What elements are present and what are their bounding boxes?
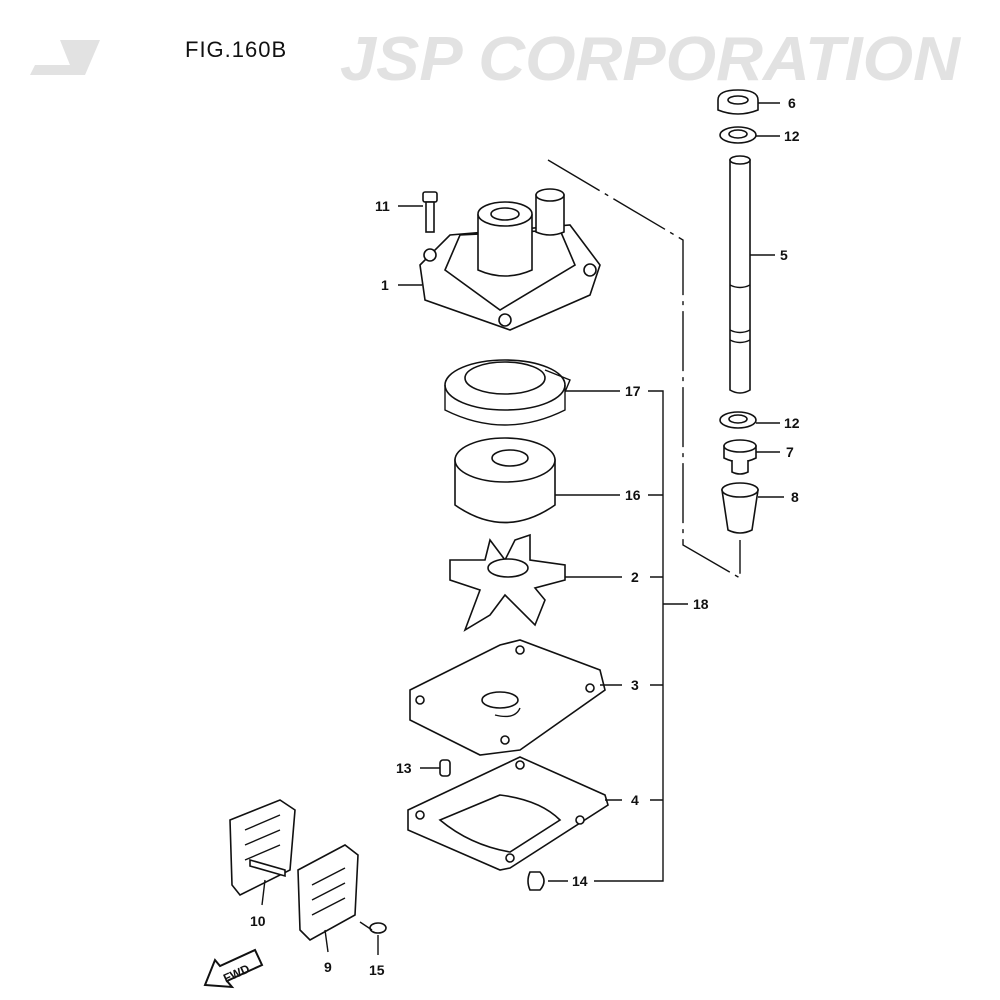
- callout-2: 2: [631, 569, 639, 585]
- part-1-pump-case: [419, 188, 601, 331]
- callout-9: 9: [324, 959, 332, 975]
- part-17-liner: [444, 359, 571, 426]
- part-14-key: [527, 871, 545, 891]
- callout-17: 17: [625, 383, 641, 399]
- part-15-screw: [359, 921, 387, 934]
- part-9-screen: [297, 844, 359, 941]
- callout-6: 6: [788, 95, 796, 111]
- part-12-seal-top: [719, 126, 757, 144]
- part-11-bolt: [422, 191, 438, 233]
- callout-18: 18: [693, 596, 709, 612]
- figure-title: FIG.160B: [185, 37, 287, 62]
- callout-4: 4: [631, 792, 639, 808]
- watermark: JSP CORPORATION: [30, 25, 961, 94]
- part-5-water-tube: [729, 155, 751, 394]
- part-7-grommet: [723, 439, 757, 475]
- leader-lines: [261, 102, 784, 955]
- part-6-grommet: [717, 89, 759, 115]
- part-8-guide: [721, 482, 759, 534]
- callout-12-bottom: 12: [784, 415, 800, 431]
- fwd-arrow-icon: FWD: [203, 948, 264, 989]
- routing-dashed-line: [547, 159, 741, 580]
- watermark-text: JSP CORPORATION: [340, 25, 961, 94]
- callout-7: 7: [786, 444, 794, 460]
- callout-11: 11: [375, 198, 390, 214]
- callout-10: 10: [250, 913, 266, 929]
- callout-14: 14: [572, 873, 588, 889]
- part-3-plate: [409, 639, 606, 756]
- callout-15: 15: [369, 962, 385, 978]
- callout-3: 3: [631, 677, 639, 693]
- callout-13: 13: [396, 760, 412, 776]
- part-16-insert: [454, 437, 556, 524]
- callout-16: 16: [625, 487, 641, 503]
- watermark-logo: [30, 40, 100, 75]
- part-13-pin: [439, 759, 451, 777]
- callout-5: 5: [780, 247, 788, 263]
- callout-1: 1: [381, 277, 389, 293]
- part-2-impeller: [449, 533, 566, 632]
- callout-8: 8: [791, 489, 799, 505]
- part-12-seal-bottom: [719, 411, 757, 429]
- part-4-gasket: [407, 756, 609, 871]
- callout-12-top: 12: [784, 128, 800, 144]
- part-10-screen: [229, 799, 296, 897]
